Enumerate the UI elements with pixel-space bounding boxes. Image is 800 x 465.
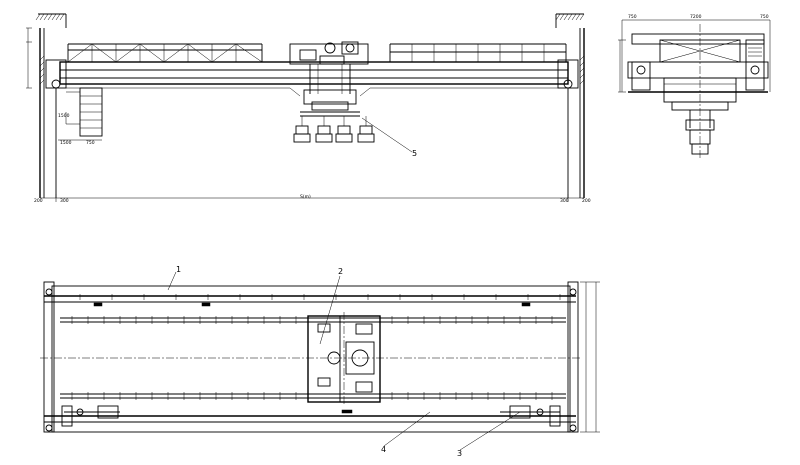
dim-right-200: 200 bbox=[582, 198, 591, 204]
callout-1: 1 bbox=[176, 265, 181, 274]
left-roof-hatch bbox=[35, 13, 67, 28]
drives bbox=[61, 405, 561, 427]
side-elevation: 750 7200 750 bbox=[618, 14, 771, 158]
dim-right-300: 300 bbox=[560, 198, 569, 204]
dim-side-top: 7200 bbox=[690, 14, 702, 20]
callout-3: 3 bbox=[457, 449, 462, 458]
dim-side-750a: 750 bbox=[628, 14, 637, 20]
front-elevation: 5 1500 1500 750 S(m) 200 300 300 200 bbox=[26, 13, 591, 204]
left-railing bbox=[67, 43, 263, 63]
dim-left-200: 200 bbox=[34, 198, 43, 204]
right-roof-hatch bbox=[555, 13, 585, 28]
callout-2: 2 bbox=[338, 267, 343, 276]
dim-cab-a: 1500 bbox=[58, 113, 70, 119]
cab-stairs bbox=[65, 87, 103, 137]
dim-cab-b: 1500 bbox=[60, 140, 72, 146]
dim-left-300: 300 bbox=[60, 198, 69, 204]
hoist bbox=[300, 64, 360, 117]
dim-cab-c: 750 bbox=[86, 140, 95, 146]
plan-view: 1 2 3 4 bbox=[40, 265, 600, 458]
dim-side-750b: 750 bbox=[760, 14, 769, 20]
callout-5: 5 bbox=[412, 149, 417, 158]
dim-span: S(m) bbox=[300, 194, 311, 200]
magnets bbox=[293, 116, 375, 143]
callout-4: 4 bbox=[381, 445, 386, 454]
right-railing bbox=[389, 43, 567, 62]
trolley-plan bbox=[307, 312, 381, 406]
trolley-top bbox=[289, 41, 369, 65]
